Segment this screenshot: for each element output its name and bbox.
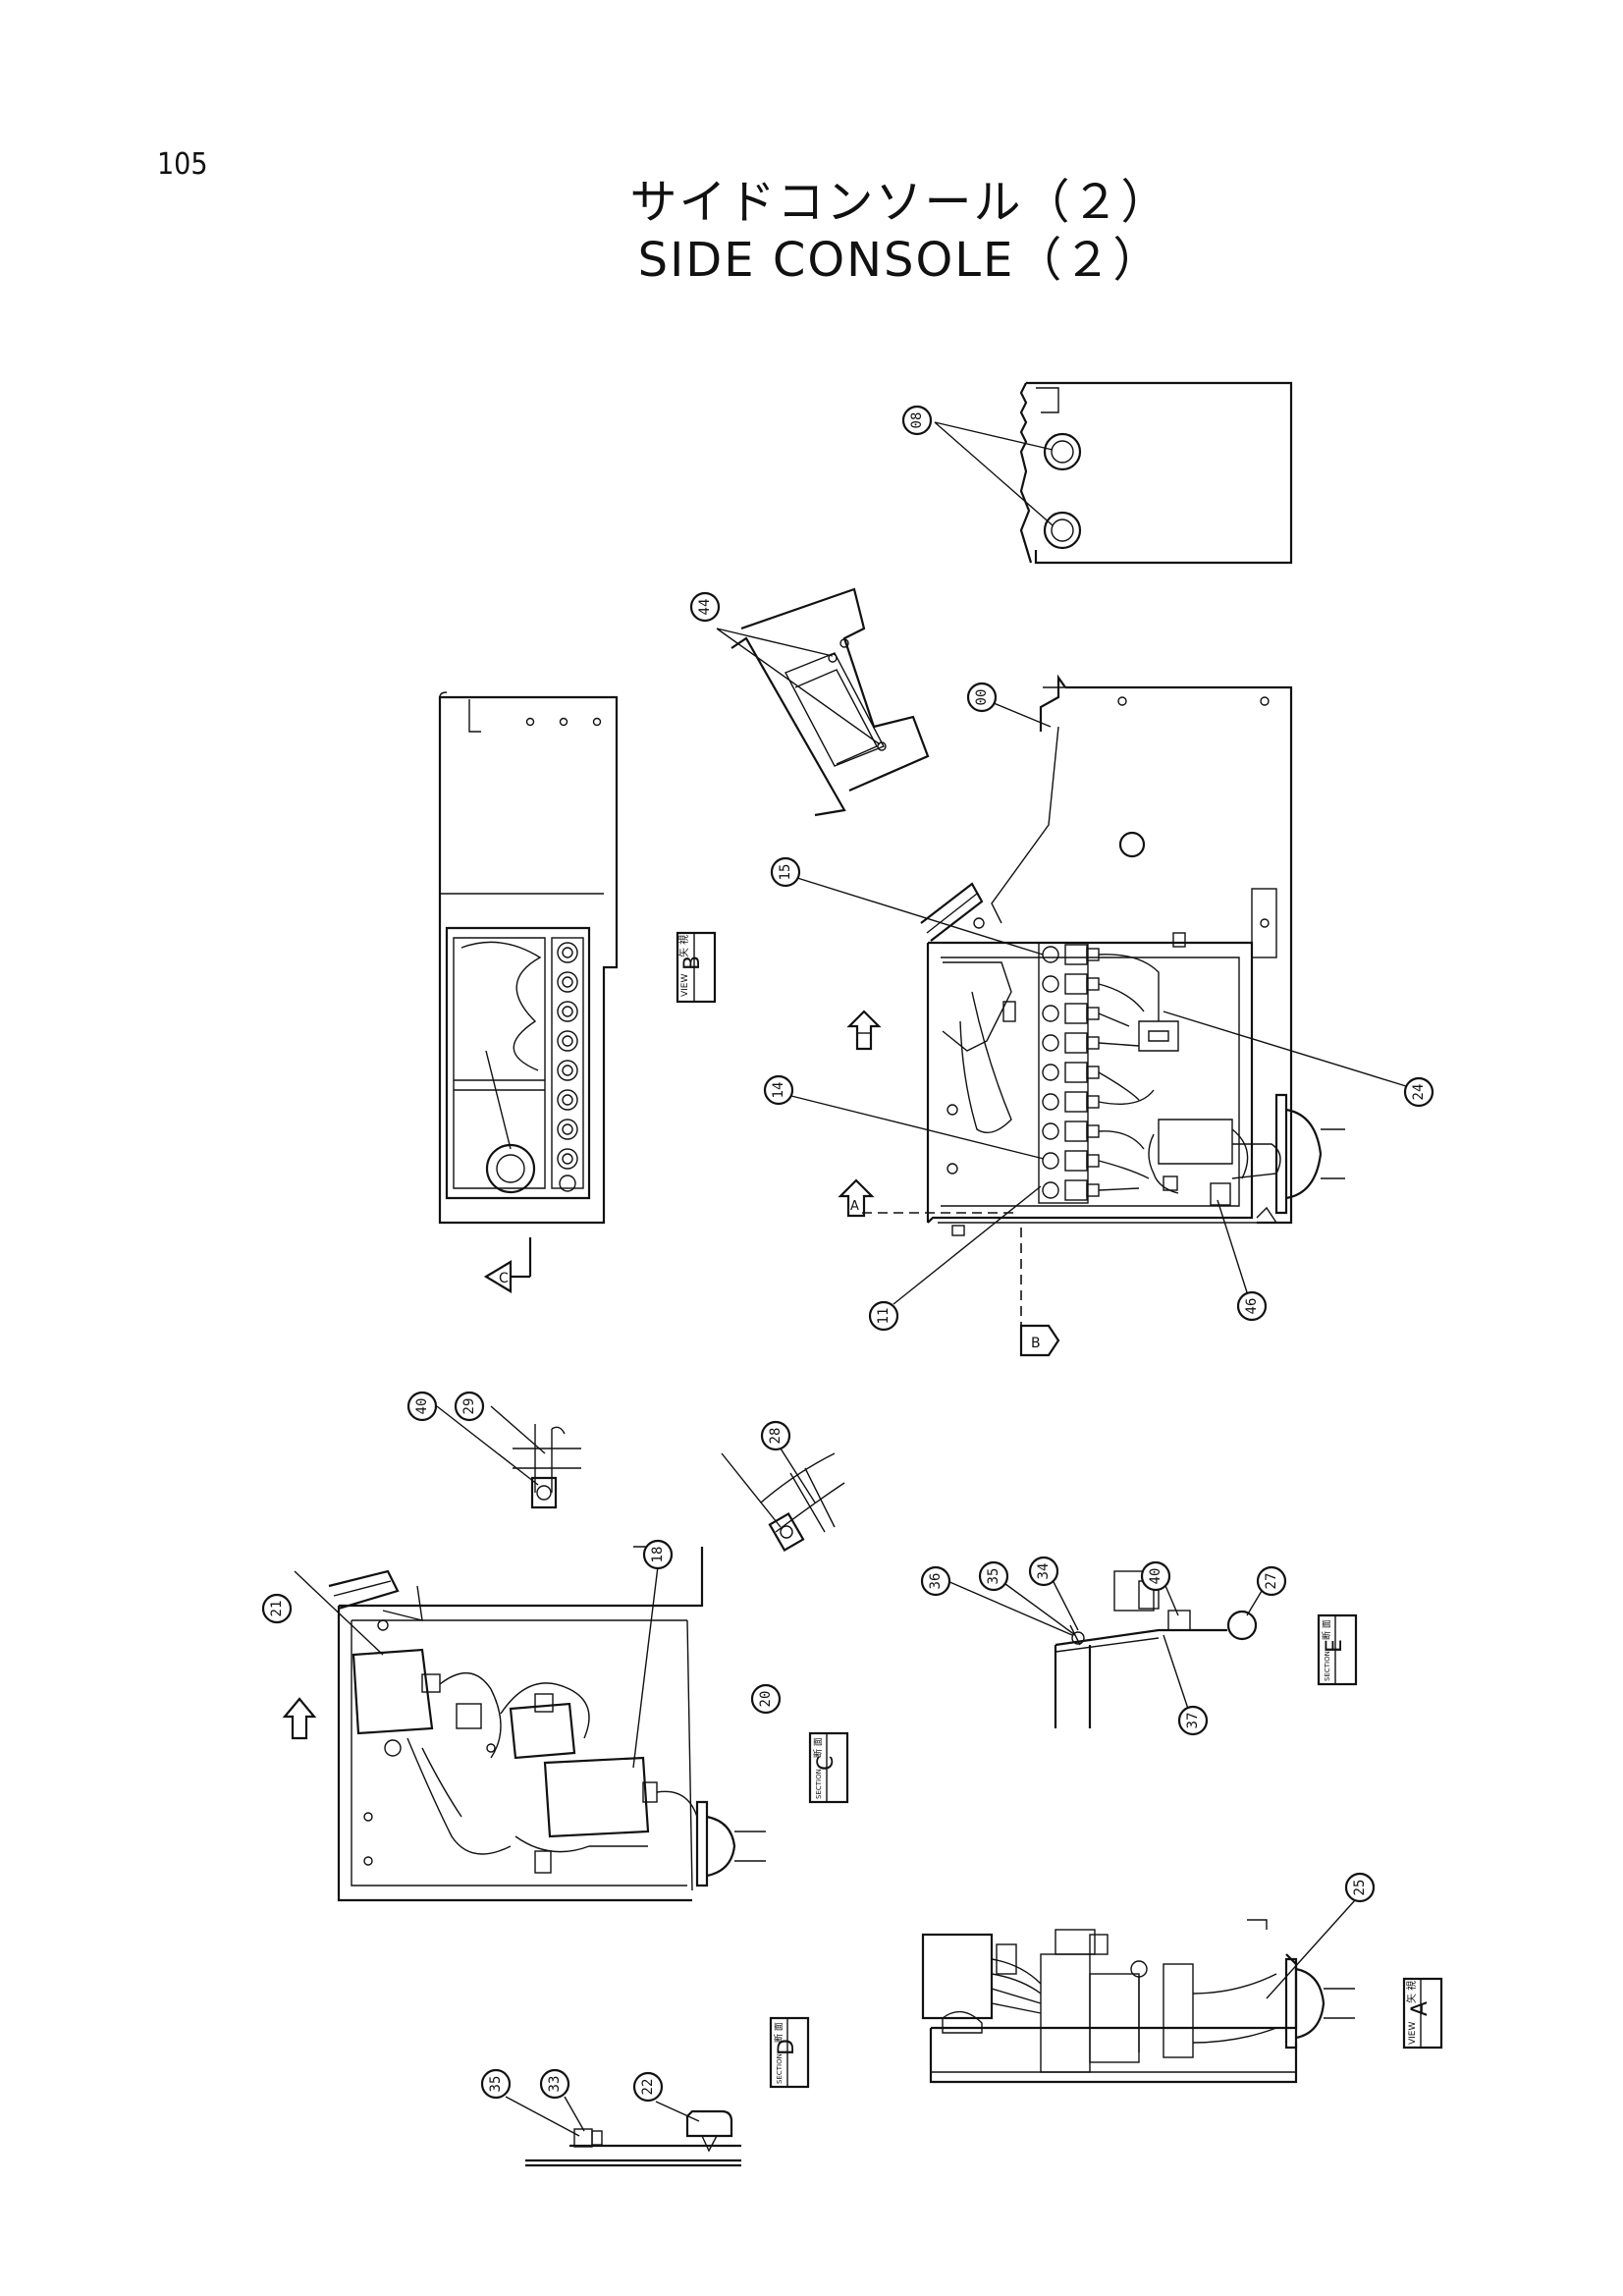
view-b-letter: B: [680, 956, 705, 970]
section-c-kanji: 断 面: [812, 1737, 824, 1758]
view-b-label: B VIEW 矢 視: [676, 931, 717, 1004]
svg-text:28: 28: [768, 1428, 784, 1445]
view-a-letter: A: [1408, 2001, 1433, 2016]
view-b-drawing: [438, 691, 619, 1225]
callout-40-a: 40: [406, 1391, 438, 1422]
svg-text:36: 36: [928, 1573, 944, 1590]
svg-text:29: 29: [461, 1398, 477, 1415]
svg-text:20: 20: [758, 1691, 774, 1708]
view-a-label: A VIEW 矢 視: [1402, 1977, 1443, 2050]
callout-15: 15: [770, 856, 801, 888]
callout-25: 25: [1344, 1872, 1376, 1903]
section-d-letter: D: [775, 2039, 799, 2055]
panel-top-right: [934, 381, 1293, 565]
arrow-b: B: [1019, 1324, 1060, 1357]
callout-40-b: 40: [1140, 1560, 1171, 1592]
arrow-a: A: [838, 1178, 875, 1218]
section-d-word: SECTION: [776, 2053, 784, 2084]
callout-29: 29: [454, 1391, 485, 1422]
detail-28: [721, 1448, 845, 1552]
section-c-drawing: [294, 1546, 766, 1902]
callout-33: 33: [539, 2068, 570, 2100]
svg-text:22: 22: [640, 2079, 656, 2096]
callout-20: 20: [750, 1683, 782, 1715]
svg-text:35: 35: [488, 2076, 504, 2093]
svg-text:15: 15: [778, 864, 793, 881]
svg-text:27: 27: [1264, 1573, 1279, 1590]
svg-text:24: 24: [1411, 1084, 1427, 1101]
view-a-kanji: 矢 視: [1405, 1981, 1418, 2003]
section-e-drawing: [947, 1570, 1263, 1728]
view-a-word: VIEW: [1408, 2022, 1418, 2045]
svg-text:37: 37: [1185, 1713, 1201, 1729]
svg-text:46: 46: [1244, 1298, 1260, 1315]
callout-44: 44: [689, 591, 721, 623]
callout-00: 00: [966, 682, 998, 713]
callout-14: 14: [763, 1074, 794, 1106]
section-d-drawing: [505, 2096, 741, 2167]
arrow-b-letter: B: [1031, 1336, 1041, 1351]
callout-21: 21: [261, 1593, 293, 1624]
section-e-word: SECTION: [1324, 1651, 1331, 1681]
svg-text:33: 33: [547, 2076, 563, 2093]
callout-18: 18: [642, 1539, 674, 1570]
arrow-c: C: [483, 1237, 532, 1293]
section-e-label: E SECTION 断 面: [1317, 1613, 1358, 1686]
svg-text:40: 40: [414, 1398, 430, 1415]
svg-text:21: 21: [269, 1601, 285, 1617]
section-c-label: C SECTION 断 面: [808, 1731, 849, 1804]
title-japanese: サイドコンソール（２）: [629, 175, 1170, 230]
svg-text:35: 35: [986, 1568, 1001, 1585]
callout-37: 37: [1177, 1705, 1209, 1736]
callout-27: 27: [1256, 1565, 1287, 1597]
connector-row: [1038, 942, 1100, 1204]
arrow-a-up: [846, 1010, 882, 1051]
arrow-c-letter: C: [499, 1271, 509, 1286]
connector-column: [551, 937, 584, 1192]
svg-text:34: 34: [1036, 1563, 1052, 1580]
arrow-a-letter: A: [850, 1199, 859, 1214]
section-d-kanji: 断 面: [773, 2022, 784, 2043]
detail-29: [436, 1405, 581, 1509]
callout-bubbles: 08 44 00 15 24 14 11 46 40 29 28 18 21 2…: [261, 405, 1434, 2103]
section-e-letter: E: [1323, 1639, 1347, 1653]
callout-22: 22: [632, 2071, 664, 2103]
callout-28: 28: [760, 1420, 791, 1451]
svg-text:40: 40: [1148, 1568, 1163, 1585]
svg-text:18: 18: [650, 1547, 666, 1563]
callout-11: 11: [868, 1300, 899, 1332]
svg-text:14: 14: [771, 1082, 786, 1099]
title-english: SIDE CONSOLE（２）: [637, 233, 1163, 288]
main-console-drawing: [862, 674, 1345, 1336]
section-e-kanji: 断 面: [1321, 1619, 1332, 1640]
svg-text:00: 00: [974, 689, 990, 706]
callout-35-a: 35: [978, 1560, 1009, 1592]
callout-46: 46: [1236, 1290, 1268, 1322]
view-b-word: VIEW: [680, 974, 690, 997]
view-a-drawing: [921, 1899, 1356, 2084]
page-number: 105: [157, 147, 208, 182]
callout-36: 36: [920, 1565, 951, 1597]
section-d-label: D SECTION 断 面: [769, 2016, 810, 2089]
svg-text:08: 08: [909, 412, 925, 429]
svg-text:25: 25: [1352, 1880, 1368, 1896]
detail-44: [716, 587, 930, 817]
section-c-word: SECTION: [815, 1769, 823, 1799]
svg-text:44: 44: [697, 599, 713, 616]
leader-lines: [790, 702, 1407, 1305]
callout-24: 24: [1403, 1076, 1434, 1108]
callout-35-b: 35: [480, 2068, 512, 2100]
section-c-letter: C: [814, 1756, 839, 1771]
callout-08: 08: [901, 405, 933, 436]
svg-text:11: 11: [876, 1308, 892, 1325]
view-b-kanji: 矢 視: [677, 935, 690, 957]
callout-34: 34: [1028, 1556, 1059, 1587]
arrow-section-c: [282, 1697, 317, 1740]
